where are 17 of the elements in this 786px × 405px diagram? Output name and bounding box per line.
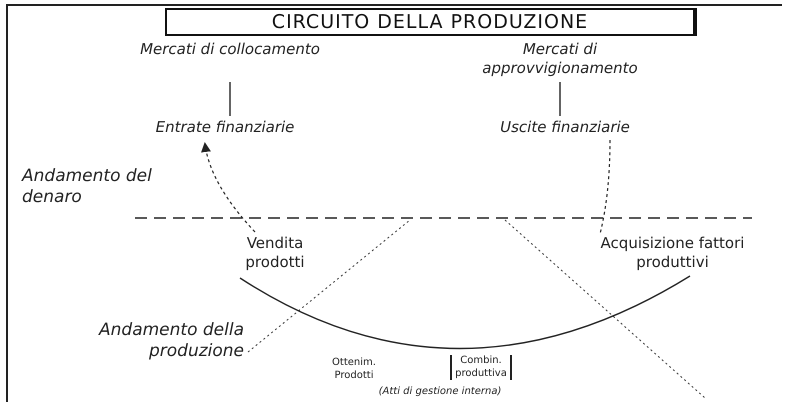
connector-line <box>599 140 611 234</box>
note-label: (Atti di gestione interna) <box>378 386 502 398</box>
arrow <box>201 142 256 232</box>
title: CIRCUITO DELLA PRODUZIONE <box>165 8 697 36</box>
node-label: Acquisizione fattori produttivi <box>575 234 770 272</box>
node-label: Mercati di approvvigionamento <box>450 40 670 78</box>
node-label: Uscite finanziarie <box>480 118 650 137</box>
connector-line <box>559 82 561 116</box>
node-label: Ottenim. Prodotti <box>322 357 386 382</box>
note-label: Andamento della produzione <box>97 320 244 362</box>
node-label: Entrate finanziarie <box>130 118 320 137</box>
node-label: Vendita prodotti <box>220 234 330 272</box>
connector-line <box>229 82 231 116</box>
node-label: Mercati di collocamento <box>140 40 320 59</box>
note-label: Andamento del denaro <box>22 166 153 208</box>
bracketed-label: Combin. produttiva <box>450 355 512 380</box>
connector-line <box>240 275 690 350</box>
